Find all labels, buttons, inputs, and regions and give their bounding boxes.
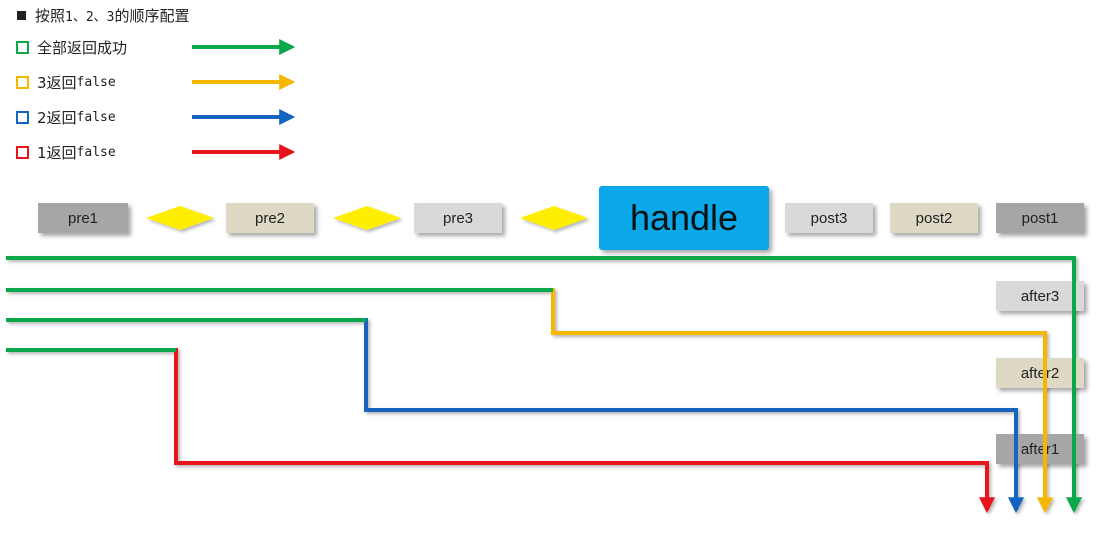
title-suffix: 的顺序配置 xyxy=(114,6,190,25)
node-post1: post1 xyxy=(996,203,1084,233)
square-bullet-icon xyxy=(17,10,26,20)
node-pre3: pre3 xyxy=(414,203,502,233)
diamond-connector-2 xyxy=(333,206,401,230)
diagram-title: 按照 1、2、3 的顺序配置 xyxy=(16,4,190,26)
green-square-icon xyxy=(16,40,29,54)
legend-label: 全部返回成功 xyxy=(37,38,128,57)
node-post2: post2 xyxy=(890,203,978,233)
node-pre1: pre1 xyxy=(38,203,128,233)
legend-item-3-false: 3返回 false xyxy=(16,71,116,93)
node-handle: handle xyxy=(599,186,769,250)
legend-label: 3返回 xyxy=(37,73,77,92)
node-post3: post3 xyxy=(785,203,873,233)
red-square-icon xyxy=(16,145,29,159)
flow-line-all-success xyxy=(6,256,1082,514)
legend-label: 1返回 xyxy=(37,143,77,162)
node-pre2: pre2 xyxy=(226,203,314,233)
legend-item-1-false: 1返回 false xyxy=(16,141,116,163)
legend-label: 2返回 xyxy=(37,108,77,127)
title-order: 1、2、3 xyxy=(65,9,115,25)
flow-line-1-false xyxy=(6,348,995,514)
diamond-connector-1 xyxy=(146,206,214,230)
blue-square-icon xyxy=(16,110,29,124)
title-prefix: 按照 xyxy=(35,6,66,25)
legend-item-2-false: 2返回 false xyxy=(16,106,116,128)
legend-item-all-success: 全部返回成功 xyxy=(16,36,127,58)
flow-line-3-false xyxy=(6,288,1053,514)
node-after3: after3 xyxy=(996,281,1084,311)
legend-mono: false xyxy=(76,144,116,160)
node-after2: after2 xyxy=(996,358,1084,388)
node-after1: after1 xyxy=(996,434,1084,464)
legend-mono: false xyxy=(76,109,116,125)
diamond-connector-3 xyxy=(520,206,588,230)
legend-mono: false xyxy=(76,74,116,90)
yellow-square-icon xyxy=(16,75,29,89)
